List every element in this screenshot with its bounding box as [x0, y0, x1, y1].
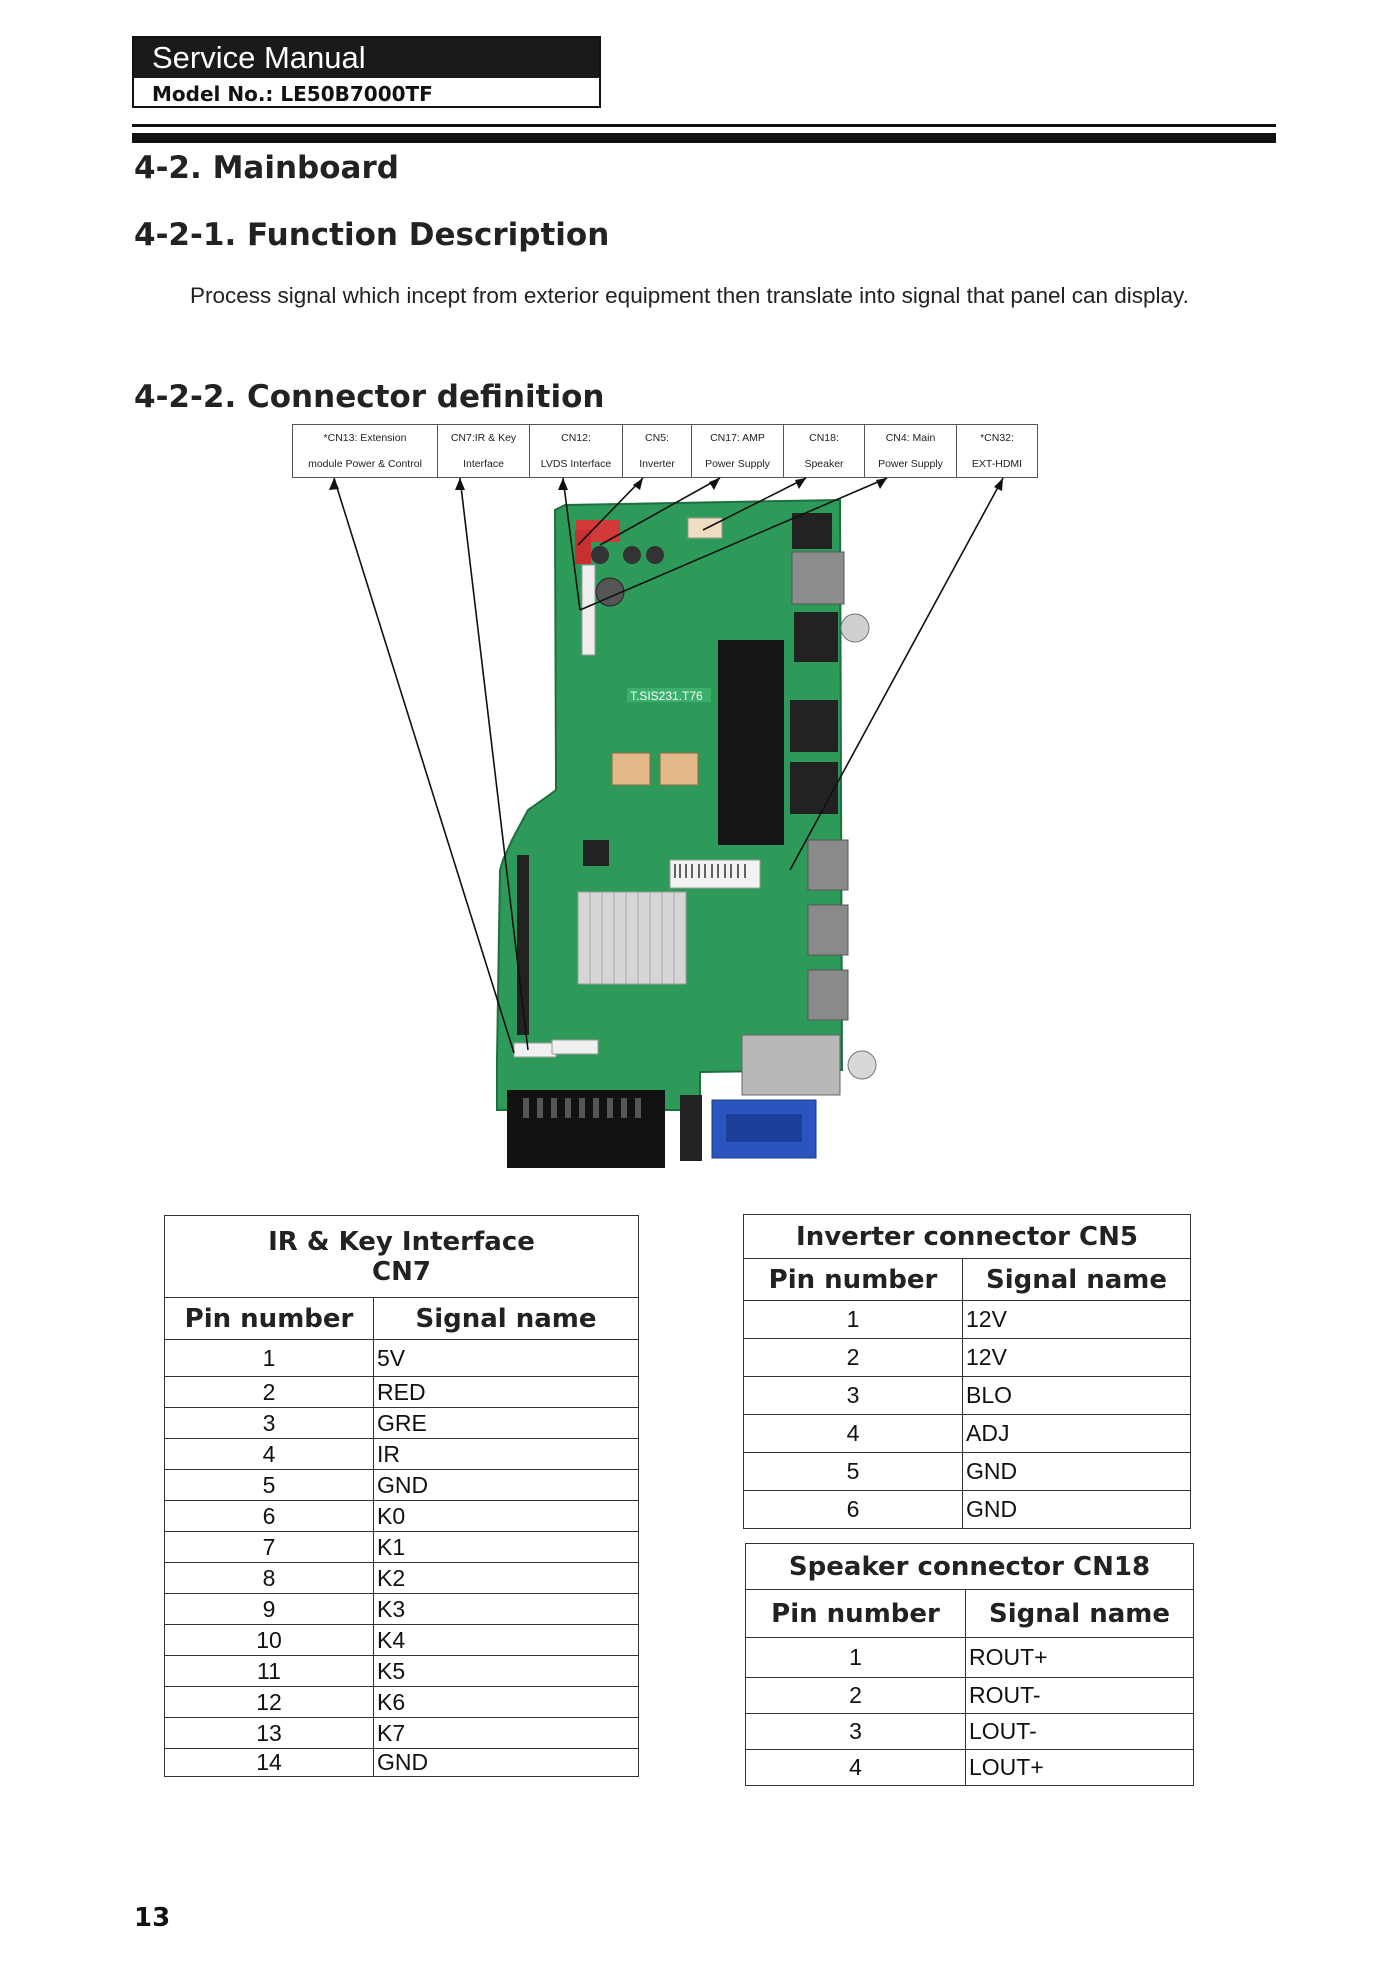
header-rule-thick	[132, 133, 1276, 143]
cn5-table-title: Inverter connector CN5	[743, 1214, 1191, 1259]
mainboard-illustration: T.SIS231.T76	[329, 477, 1004, 1168]
scart-connector	[718, 640, 784, 845]
heading-connector-definition: 4-2-2. Connector definition	[134, 379, 605, 415]
cn7-col-pin: Pin number	[164, 1297, 374, 1340]
leader-cn5	[577, 477, 644, 546]
leader-cn17	[599, 477, 721, 546]
heatsink	[577, 891, 687, 985]
heading-function-description: 4-2-1. Function Description	[134, 217, 610, 253]
cn5-col-pin: Pin number	[743, 1258, 963, 1301]
connector-label-cn18: CN18:Speaker	[783, 424, 865, 478]
leader-cn12	[562, 477, 581, 611]
scart-bottom	[507, 1090, 665, 1168]
cn18-col-signal: Signal name	[965, 1589, 1194, 1638]
leader-cn18	[702, 477, 807, 531]
cn7-connector	[551, 1039, 599, 1055]
leader-cn13	[333, 477, 515, 1054]
header-rule-thin	[132, 124, 1276, 127]
cn5-col-signal: Signal name	[962, 1258, 1191, 1301]
cn12-connector	[581, 564, 596, 656]
cn18-connector	[687, 517, 723, 539]
cn5-pin-table: Inverter connector CN5 Pin number Signal…	[743, 1214, 1191, 1529]
cn7-col-signal: Signal name	[373, 1297, 639, 1340]
tuner	[741, 1034, 841, 1096]
hdmi-port-2	[807, 904, 849, 956]
cn18-pin-table: Speaker connector CN18 Pin number Signal…	[745, 1543, 1194, 1786]
heading-mainboard: 4-2. Mainboard	[134, 150, 399, 186]
cn18-table-title: Speaker connector CN18	[745, 1543, 1194, 1590]
hdmi-port-1	[807, 839, 849, 891]
leader-cn7	[459, 477, 529, 1051]
model-number: Model No.: LE50B7000TF	[152, 82, 433, 106]
leader-cn32	[789, 477, 1004, 871]
connector-label-cn5: CN5:Inverter	[622, 424, 692, 478]
hdmi-port-3	[807, 969, 849, 1021]
manual-title: Service Manual	[134, 38, 599, 78]
chip-label: T.SIS231.T76	[630, 689, 703, 703]
function-description-text: Process signal which incept from exterio…	[190, 283, 1189, 308]
cn13-connector	[513, 1042, 557, 1058]
cn18-col-pin: Pin number	[745, 1589, 966, 1638]
leader-cn4	[579, 477, 888, 611]
header-box: Service Manual Model No.: LE50B7000TF	[132, 36, 601, 108]
connector-label-cn32: *CN32:EXT-HDMI	[956, 424, 1038, 478]
page-number: 13	[134, 1903, 171, 1933]
